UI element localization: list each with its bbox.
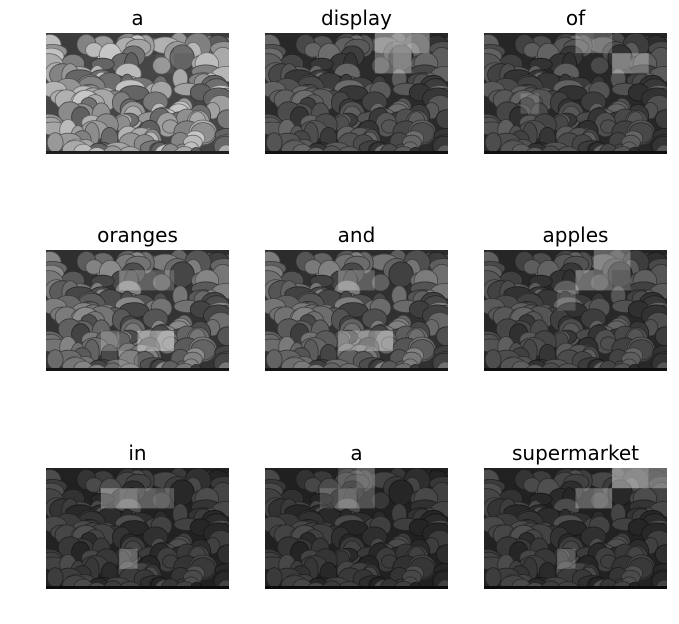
panel-word: display — [320, 6, 392, 30]
attention-cell — [119, 350, 138, 371]
attention-image — [484, 33, 667, 154]
panel-word: a — [131, 6, 144, 30]
attention-cell — [155, 53, 175, 74]
attention-cell — [356, 488, 375, 509]
attention-cell — [100, 488, 120, 509]
panel-word: a — [350, 441, 363, 465]
attention-image — [484, 250, 667, 371]
panel-word: apples — [542, 223, 609, 247]
attention-cell — [119, 548, 138, 569]
attention-cell — [520, 93, 539, 114]
panel-word: of — [565, 6, 586, 30]
attention-cell — [374, 330, 394, 351]
attention-cell — [155, 488, 175, 509]
attention-cell — [356, 330, 375, 351]
panel-word: oranges — [97, 223, 178, 247]
attention-cell — [575, 488, 594, 509]
attention-cell — [374, 53, 394, 74]
attention-cell — [192, 33, 211, 54]
attention-cell — [338, 330, 357, 351]
attention-cell — [612, 270, 631, 291]
attention-cell — [338, 488, 357, 509]
attention-cell — [593, 250, 613, 271]
attention-image — [265, 250, 448, 371]
attention-cell — [612, 53, 631, 74]
attention-cell — [137, 330, 156, 351]
attention-cell — [155, 270, 175, 291]
panel-word: in — [128, 441, 147, 465]
panel-word: supermarket — [512, 441, 639, 465]
attention-cell — [100, 330, 120, 351]
attention-cell — [356, 468, 375, 489]
attention-cell — [630, 468, 649, 489]
attention-cell — [137, 488, 156, 509]
attention-cell — [155, 330, 175, 351]
attention-cell — [338, 468, 357, 489]
attention-image — [265, 468, 448, 589]
attention-cell — [393, 53, 412, 74]
attention-cell — [593, 33, 613, 54]
attention-cell — [575, 33, 594, 54]
attention-image — [265, 33, 448, 154]
attention-cell — [393, 33, 412, 54]
attention-cell — [557, 548, 576, 569]
attention-cell — [575, 270, 594, 291]
attention-cell — [356, 270, 375, 291]
attention-cell — [174, 33, 193, 54]
attention-cell — [119, 488, 138, 509]
attention-cell — [648, 468, 667, 489]
attention-cell — [374, 33, 394, 54]
attention-cell — [319, 488, 339, 509]
attention-cell — [137, 270, 156, 291]
attention-image — [46, 33, 229, 154]
panel-word: and — [337, 223, 376, 247]
attention-cell — [612, 250, 631, 271]
attention-cell — [338, 270, 357, 291]
attention-cell — [593, 488, 613, 509]
attention-image — [46, 250, 229, 371]
attention-cell — [612, 468, 631, 489]
attention-cell — [557, 290, 576, 311]
attention-image — [46, 468, 229, 589]
attention-cell — [411, 33, 430, 54]
attention-image — [484, 468, 667, 589]
attention-cell — [119, 270, 138, 291]
attention-cell — [593, 270, 613, 291]
attention-cell — [630, 53, 649, 74]
